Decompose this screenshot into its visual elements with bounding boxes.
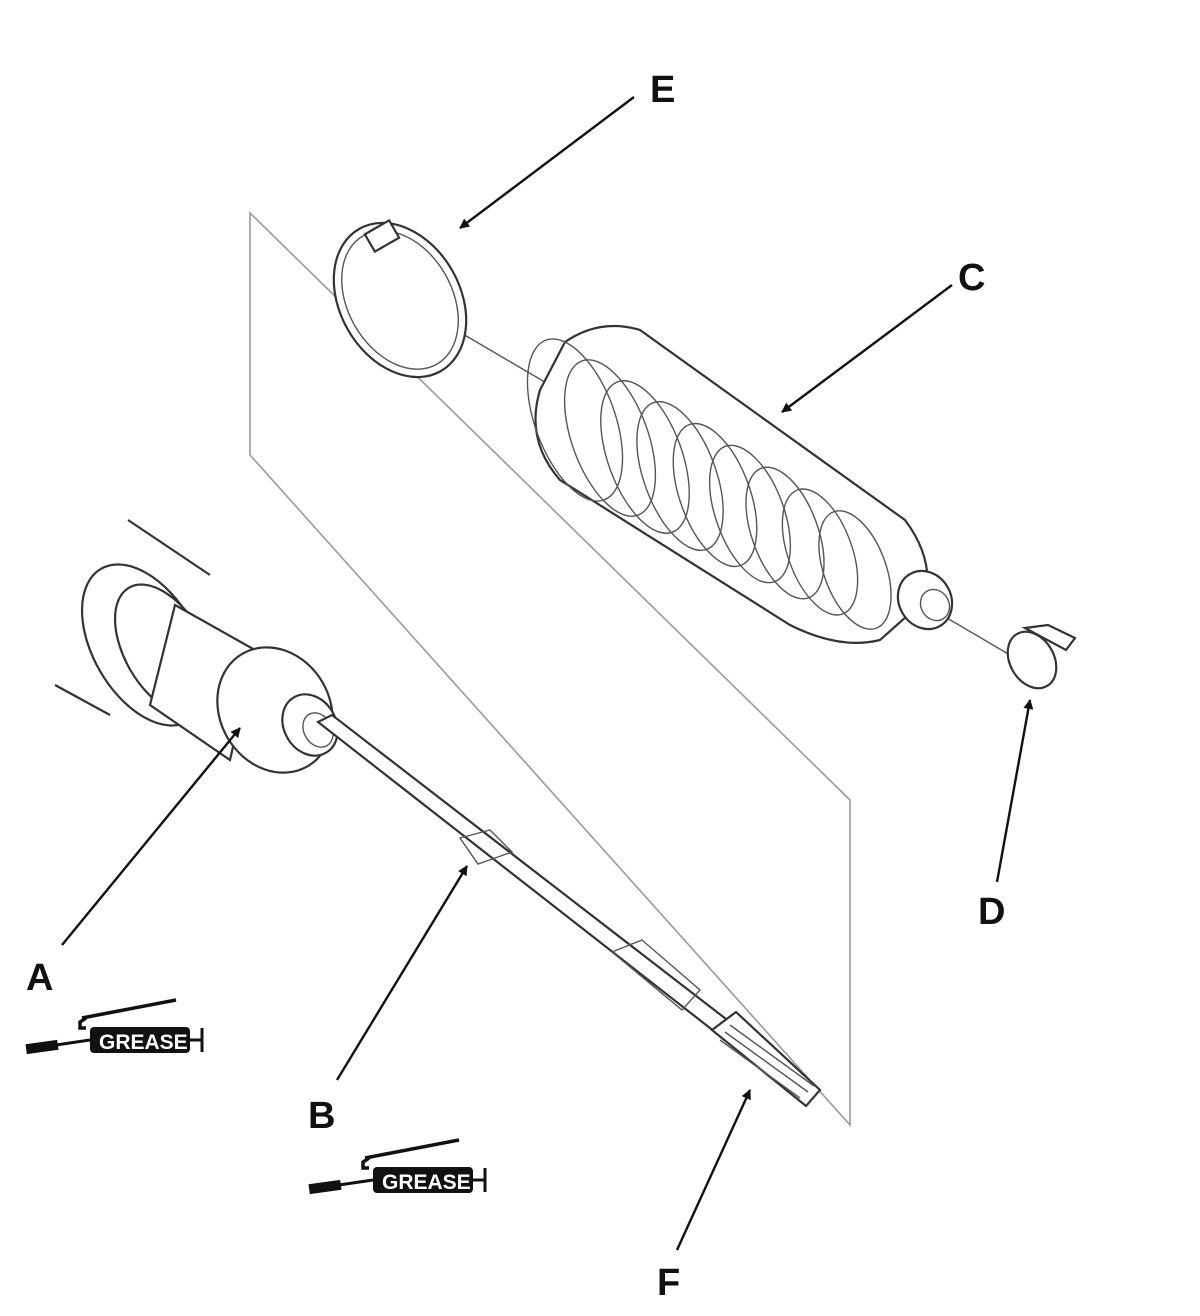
leader-line-e bbox=[459, 96, 635, 229]
leader-line-a bbox=[61, 727, 241, 946]
callout-e: E bbox=[650, 69, 675, 111]
leader-line-c bbox=[781, 284, 953, 413]
bellows-boot bbox=[526, 324, 954, 644]
rack-housing bbox=[54, 519, 339, 774]
leader-line-f bbox=[675, 1089, 752, 1251]
leader-line-b bbox=[335, 865, 469, 1081]
callout-c: C bbox=[958, 257, 985, 299]
grease-label-b: GREASE bbox=[382, 1171, 471, 1194]
callout-a: A bbox=[26, 957, 53, 999]
boot-clamp-band bbox=[332, 218, 468, 379]
grease-gun-icon: GREASE bbox=[25, 998, 204, 1055]
tie-rod-shaft bbox=[315, 713, 822, 1108]
reference-plane bbox=[249, 211, 851, 1128]
callout-f: F bbox=[657, 1262, 680, 1304]
grease-gun-icon: GREASE bbox=[308, 1138, 487, 1195]
callout-b: B bbox=[308, 1095, 335, 1137]
boot-clip bbox=[1006, 623, 1077, 690]
grease-label-a: GREASE bbox=[99, 1031, 188, 1054]
callout-d: D bbox=[978, 891, 1005, 933]
leader-line-d bbox=[995, 699, 1034, 883]
